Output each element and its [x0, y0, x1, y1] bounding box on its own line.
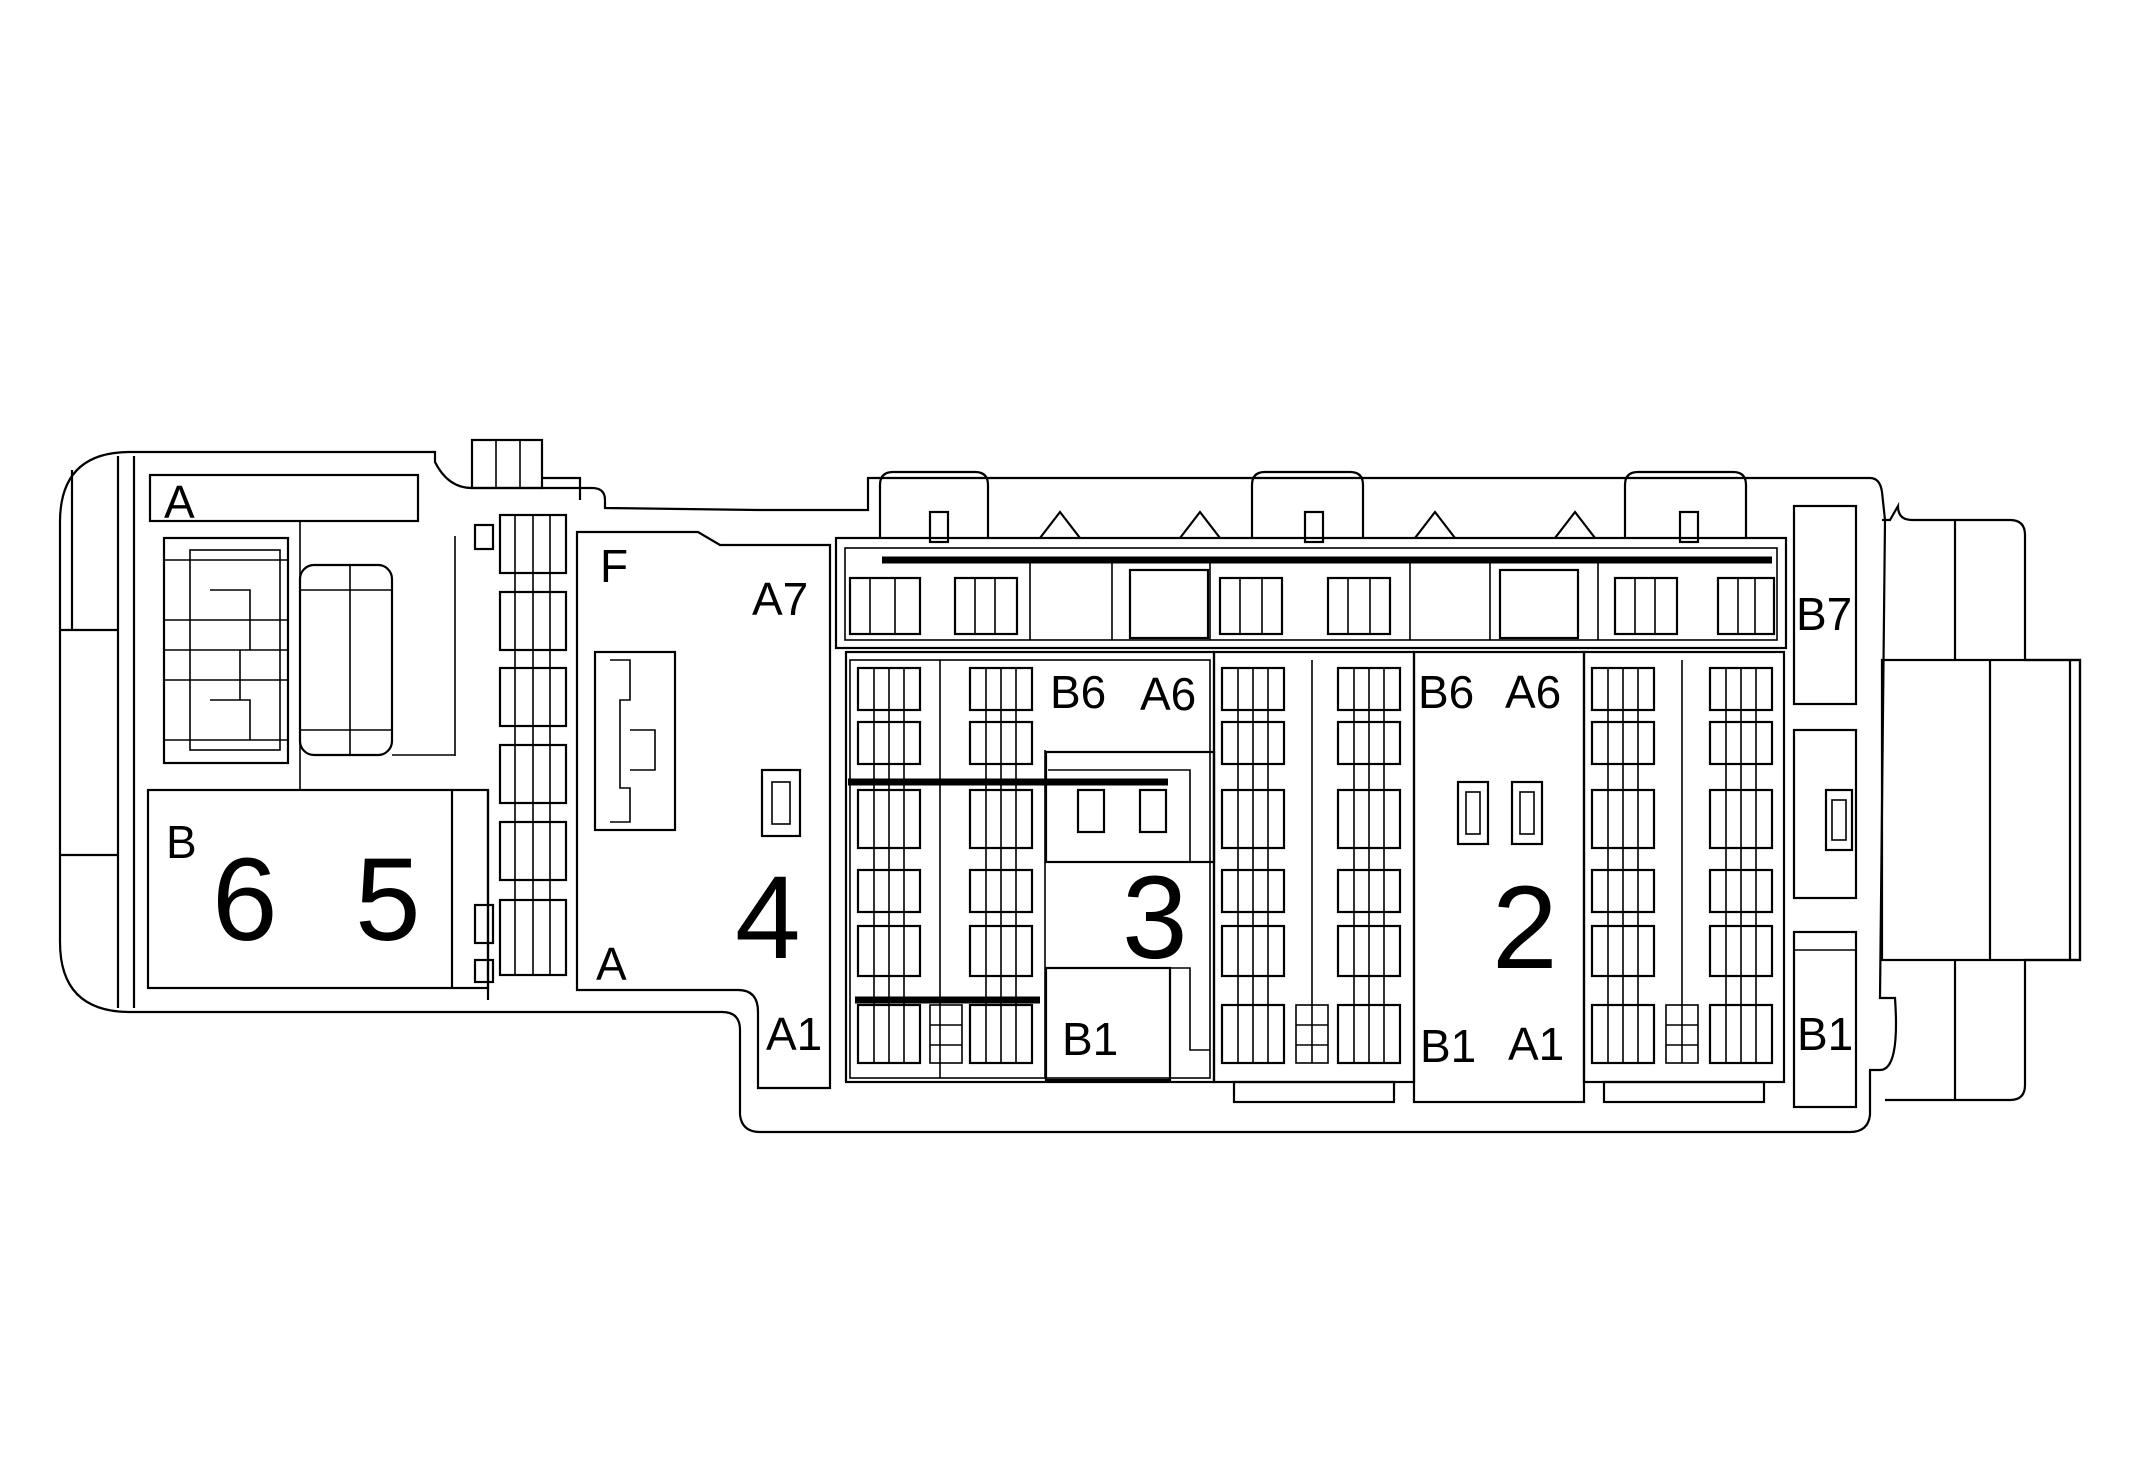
- mid-block-pin-grid: [1220, 660, 1402, 1104]
- right-col-mid-fuse: [1824, 788, 1854, 852]
- relay-frame-lines: [299, 520, 456, 790]
- top-clip-step: [542, 476, 582, 500]
- pin-label-b6-block3: B6: [1050, 666, 1106, 718]
- pin-label-a6-block2: A6: [1505, 666, 1561, 718]
- block-4-small-fuse-inner: [771, 781, 791, 825]
- right-col-b7-box: [1792, 504, 1858, 706]
- fuse-number-3: 3: [1122, 852, 1188, 984]
- block-2-fuse-right: [1510, 780, 1544, 846]
- connector-b-box: [146, 788, 490, 990]
- top-strip-inner: [844, 547, 1778, 641]
- right-plug-housing: [1882, 501, 2082, 1102]
- fuse-number-6: 6: [212, 834, 278, 966]
- block-2-fuse-left-inner: [1465, 791, 1481, 835]
- pin-label-b1-block2: B1: [1420, 1020, 1476, 1072]
- connector-a-label-bar: [148, 473, 420, 523]
- right-col-b1-box: [1792, 930, 1858, 1109]
- fuse-number-2: 2: [1492, 862, 1558, 994]
- letter-a-top-left: A: [164, 476, 195, 528]
- letter-f: F: [600, 540, 628, 592]
- top-latches: [878, 470, 1748, 544]
- relay-coil-box: [298, 563, 394, 757]
- pin-label-b6-block2: B6: [1418, 666, 1474, 718]
- block-f-fuse: [593, 650, 677, 832]
- block-3-inner-frame: [849, 659, 1211, 1079]
- letter-a-mid: A: [596, 938, 627, 990]
- block-2-fuse-right-inner: [1519, 791, 1535, 835]
- right-block-pin-grid: [1590, 660, 1774, 1104]
- letter-b-left: B: [166, 816, 197, 868]
- right-col-mid-fuse-inner: [1831, 799, 1847, 841]
- block-4-small-fuse: [760, 768, 802, 838]
- top-strip: [834, 536, 1788, 650]
- top-strip-pins: [848, 560, 1776, 640]
- mini-fuse-column: [473, 513, 568, 984]
- fuse-number-5: 5: [355, 834, 421, 966]
- block-f-fuse-detail: [610, 659, 656, 823]
- relay-coil-lines: [300, 565, 392, 755]
- top-clip: [470, 438, 544, 490]
- block-3-pin-grid: [856, 660, 1216, 1082]
- block-f-outline: [575, 530, 832, 1090]
- housing-outline: [58, 450, 1898, 1134]
- relay-detail-lines: [164, 559, 288, 741]
- pin-label-a1-block4: A1: [766, 1008, 822, 1060]
- pin-label-a1-block2: A1: [1508, 1018, 1564, 1070]
- right-block-frame: [1582, 650, 1786, 1084]
- pin-label-a6-block3: A6: [1140, 668, 1196, 720]
- fuse-number-4: 4: [735, 852, 801, 984]
- pin-label-b1-right: B1: [1797, 1008, 1853, 1060]
- pin-label-b7-right: B7: [1796, 588, 1852, 640]
- right-plug-inner: [1880, 658, 2082, 962]
- pin-label-a7: A7: [752, 573, 808, 625]
- pin-label-b1-block3: B1: [1062, 1013, 1118, 1065]
- block-2-fuse-left: [1456, 780, 1490, 846]
- right-col-mid-box: [1792, 728, 1858, 900]
